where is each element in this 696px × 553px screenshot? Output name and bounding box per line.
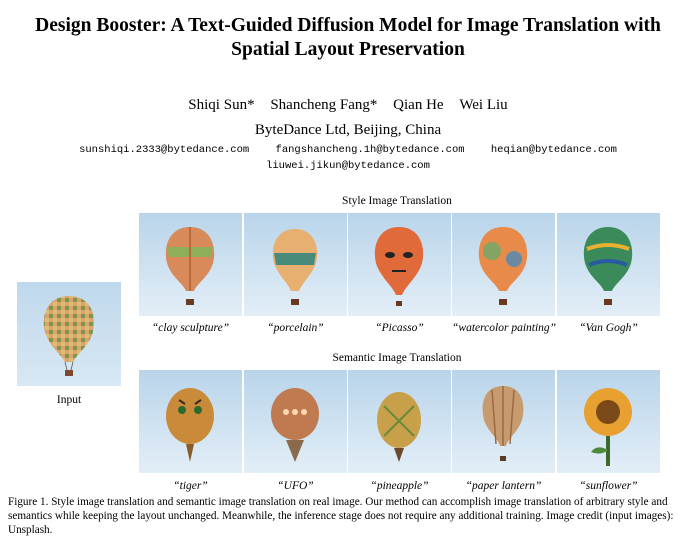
style-caption: “porcelain” (267, 322, 324, 334)
author-list: Shiqi Sun* Shancheng Fang* Qian He Wei L… (0, 96, 696, 114)
semantic-caption: “sunflower” (579, 480, 638, 492)
style-result-picasso-image (348, 213, 451, 316)
semantic-result-sunflower-image (557, 370, 660, 473)
paper-title: Design Booster: A Text-Guided Diffusion … (0, 14, 696, 62)
balloon-illustration (271, 388, 319, 462)
balloon-illustration (583, 227, 633, 305)
balloon-illustration (482, 386, 524, 461)
email-list: sunshiqi.2333@bytedance.com fangshanchen… (0, 142, 696, 174)
author-name: Shiqi Sun* (188, 97, 255, 113)
style-result-watercolor-image (452, 213, 555, 316)
author-name: Shancheng Fang* (270, 97, 378, 113)
semantic-section-title: Semantic Image Translation (332, 352, 462, 364)
style-caption: “watercolor painting” (452, 322, 557, 334)
balloon-illustration (374, 227, 424, 306)
style-caption: “Picasso” (375, 322, 424, 334)
semantic-result-paper-lantern-image (452, 370, 555, 473)
semantic-caption: “pineapple” (370, 480, 429, 492)
balloon-illustration (43, 296, 95, 376)
input-label: Input (56, 394, 82, 406)
balloon-illustration (478, 227, 528, 305)
email: sunshiqi.2333@bytedance.com (79, 144, 250, 156)
input-balloon-image (17, 282, 121, 386)
email: fangshancheng.1h@bytedance.com (275, 144, 465, 156)
balloon-illustration (584, 388, 632, 466)
title-line-1: Design Booster: A Text-Guided Diffusion … (35, 15, 661, 36)
balloon-illustration (377, 392, 421, 462)
style-result-porcelain-image (244, 213, 347, 316)
author-name: Qian He (393, 97, 444, 113)
author-name: Wei Liu (459, 97, 508, 113)
semantic-result-ufo-image (244, 370, 347, 473)
semantic-result-tiger-image (139, 370, 242, 473)
email: heqian@bytedance.com (490, 144, 617, 156)
style-caption: “clay sculpture” (151, 322, 230, 334)
balloon-illustration (272, 229, 318, 305)
semantic-caption: “UFO” (277, 480, 314, 492)
figure-caption: Figure 1. Style image translation and se… (8, 496, 674, 537)
semantic-caption: “tiger” (173, 480, 208, 492)
email: liuwei.jikun@bytedance.com (266, 160, 430, 172)
style-result-vangogh-image (557, 213, 660, 316)
semantic-caption: “paper lantern” (465, 480, 542, 492)
style-result-clay-image (139, 213, 242, 316)
semantic-result-pineapple-image (348, 370, 451, 473)
style-section-title: Style Image Translation (342, 195, 452, 207)
style-caption: “Van Gogh” (579, 322, 638, 334)
affiliation: ByteDance Ltd, Beijing, China (254, 122, 442, 138)
balloon-illustration (166, 388, 214, 462)
title-line-2: Spatial Layout Preservation (231, 39, 465, 60)
balloon-illustration (165, 227, 215, 305)
